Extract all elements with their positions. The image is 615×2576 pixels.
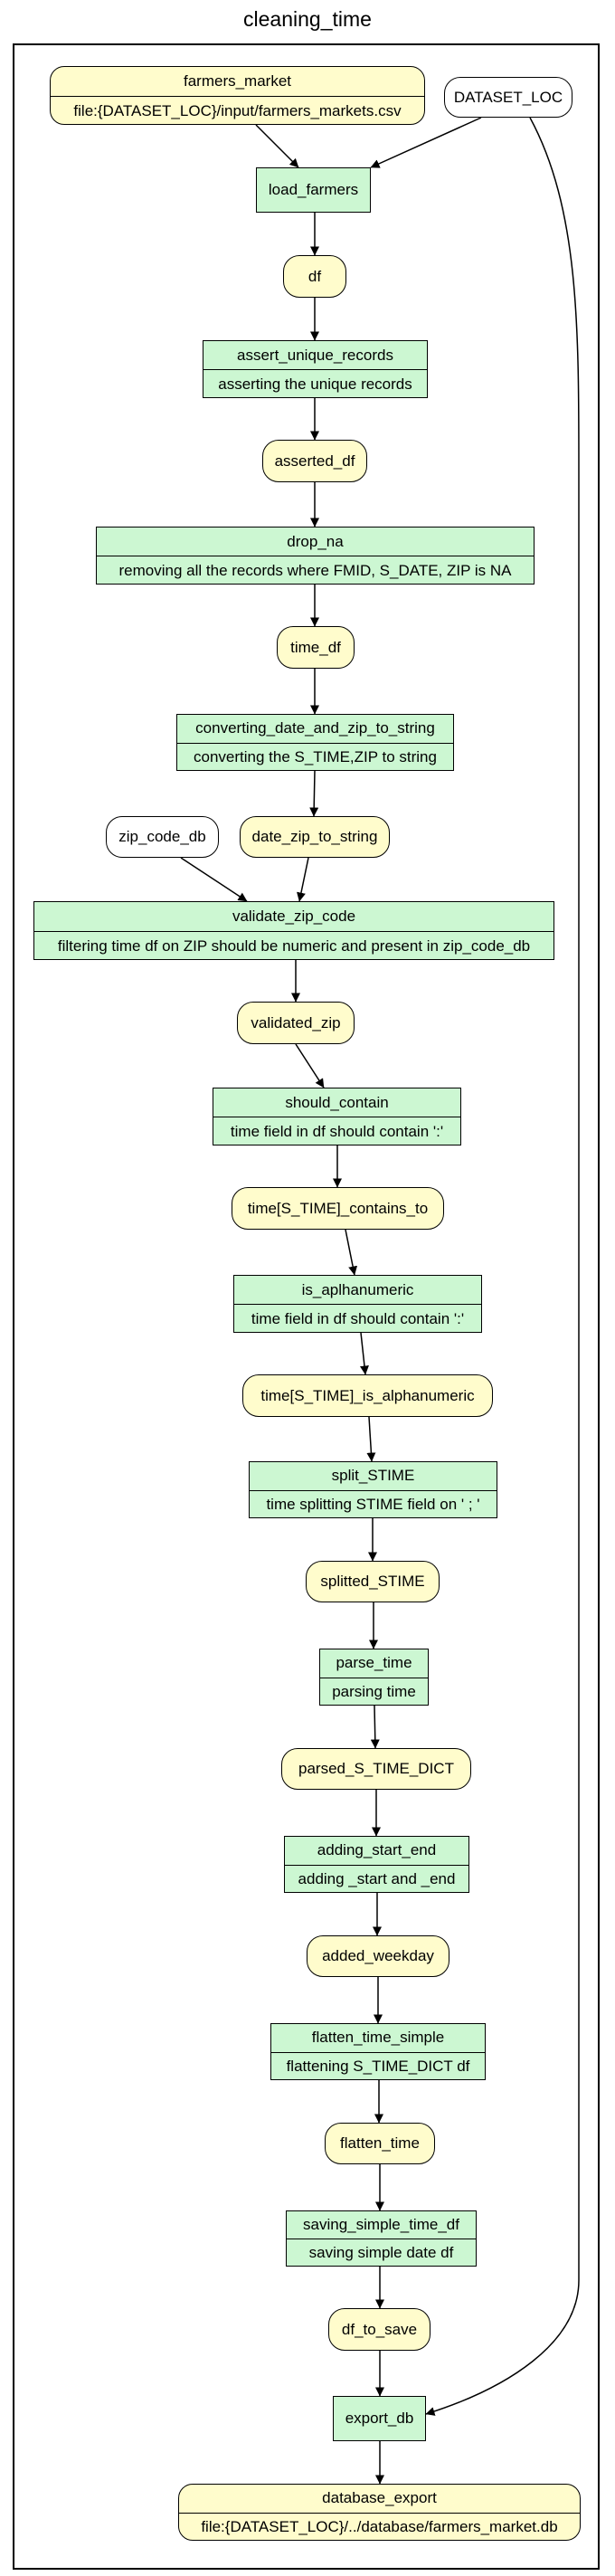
node-label: parsed_S_TIME_DICT	[298, 1760, 454, 1777]
edge-date-zip-to-string-to-validate	[297, 857, 309, 902]
node-validated-zip: validated_zip	[237, 1002, 355, 1044]
node-time-df: time_df	[277, 626, 355, 669]
node-dataset-loc: DATASET_LOC	[444, 77, 572, 118]
node-label: df	[308, 268, 322, 285]
edge-contains-to-to-is-aplhanumeric	[345, 1229, 358, 1276]
node-label: parse_time	[336, 1654, 412, 1671]
node-label: df_to_save	[341, 2321, 418, 2338]
edge-zip-code-db-to-validate	[180, 857, 248, 902]
node-label: assert_unique_records	[237, 347, 393, 364]
node-divider	[250, 1489, 497, 1491]
node-description: saving simple date df	[308, 2244, 454, 2261]
edge-dataset-loc-to-export-db	[425, 117, 580, 2416]
node-asserted-df: asserted_df	[262, 440, 367, 482]
node-description: file:{DATASET_LOC}/input/farmers_markets…	[73, 101, 402, 119]
node-assert-unique-records: assert_unique_records asserting the uniqu…	[203, 340, 428, 398]
node-label: splitted_STIME	[320, 1573, 425, 1590]
node-label: flatten_time_simple	[311, 2029, 445, 2046]
node-description: filtering time df on ZIP should be numer…	[57, 936, 531, 955]
edge-validated-zip-to-should-contain	[295, 1043, 325, 1088]
diagram-title: cleaning_time	[243, 7, 372, 31]
node-label: farmers_market	[183, 72, 292, 90]
edge-is-alphanumeric-to-split-stime	[366, 1416, 376, 1462]
node-label: adding_start_end	[317, 1841, 437, 1858]
node-divider	[234, 1304, 481, 1305]
node-label: drop_na	[287, 533, 344, 550]
node-label: zip_code_db	[118, 828, 206, 845]
node-drop-na: drop_na removing all the records where FM…	[96, 527, 535, 585]
node-label: validate_zip_code	[232, 908, 356, 925]
node-label: DATASET_LOC	[453, 89, 563, 106]
edge-is-aplhanumeric-to-is-alphanumeric	[360, 1332, 369, 1375]
node-database-export: database_export file:{DATASET_LOC}/../dat…	[178, 2484, 581, 2541]
node-flatten-time: flatten_time	[325, 2123, 435, 2164]
node-description: time field in df should contain ':'	[230, 1123, 444, 1140]
node-divider	[203, 369, 427, 370]
node-description: time field in df should contain ':'	[251, 1310, 465, 1327]
node-label: should_contain	[285, 1094, 389, 1111]
node-label: split_STIME	[331, 1467, 415, 1484]
node-load-farmers: load_farmers	[256, 167, 371, 213]
edge-dataset-loc-to-load-farmers	[370, 117, 482, 168]
node-divider	[177, 742, 453, 744]
node-description: adding _start and _end	[298, 1869, 456, 1887]
node-label: date_zip_to_string	[251, 828, 378, 845]
node-parsed-s-time-dict: parsed_S_TIME_DICT	[281, 1748, 471, 1790]
node-description: file:{DATASET_LOC}/../database/farmers_m…	[201, 2517, 558, 2535]
node-label: database_export	[322, 2489, 437, 2506]
node-export-db: export_db	[333, 2396, 426, 2441]
node-flatten-time-simple: flatten_time_simple flattening S_TIME_DIC…	[270, 2023, 486, 2080]
node-date-zip-to-string: date_zip_to_string	[240, 816, 390, 858]
node-divider	[271, 2051, 485, 2053]
node-description: parsing time	[332, 1682, 416, 1700]
node-label: converting_date_and_zip_to_string	[195, 719, 435, 737]
node-validate-zip-code: validate_zip_code filtering time df on ZI…	[33, 901, 554, 960]
edge-converting-to-date-zip-to-string	[309, 770, 319, 817]
node-divider	[51, 95, 424, 97]
node-label: is_aplhanumeric	[301, 1281, 414, 1298]
node-farmers-market: farmers_market file:{DATASET_LOC}/input/f…	[50, 66, 425, 125]
node-divider	[285, 1864, 468, 1866]
edge-parse-time-to-parsed-dict	[370, 1705, 380, 1749]
node-label: time[S_TIME]_is_alphanumeric	[260, 1387, 475, 1404]
node-divider	[34, 930, 554, 932]
node-label: added_weekday	[322, 1947, 434, 1964]
node-df-to-save: df_to_save	[328, 2308, 430, 2351]
node-divider	[179, 2512, 580, 2514]
node-label: time[S_TIME]_contains_to	[247, 1200, 429, 1217]
node-label: load_farmers	[268, 181, 359, 198]
node-zip-code-db: zip_code_db	[106, 816, 219, 858]
node-label: validated_zip	[251, 1014, 341, 1031]
node-time-contains-to: time[S_TIME]_contains_to	[232, 1187, 444, 1230]
node-description: time splitting STIME field on ' ; '	[266, 1495, 480, 1513]
node-description: removing all the records where FMID, S_D…	[118, 562, 512, 579]
node-added-weekday: added_weekday	[307, 1935, 449, 1977]
node-description: asserting the unique records	[218, 375, 412, 393]
node-label: asserted_df	[274, 452, 355, 470]
node-description: flattening S_TIME_DICT df	[286, 2057, 470, 2075]
node-label: export_db	[345, 2410, 414, 2427]
node-label: flatten_time	[340, 2134, 420, 2152]
node-time-is-alphanumeric: time[S_TIME]_is_alphanumeric	[242, 1374, 493, 1417]
node-description: converting the S_TIME,ZIP to string	[194, 747, 437, 765]
node-label: saving_simple_time_df	[303, 2216, 459, 2233]
node-splitted-stime: splitted_STIME	[306, 1561, 440, 1602]
node-label: time_df	[290, 639, 341, 656]
edge-farmers-market-to-load-farmers	[255, 124, 299, 168]
node-df: df	[283, 255, 346, 298]
